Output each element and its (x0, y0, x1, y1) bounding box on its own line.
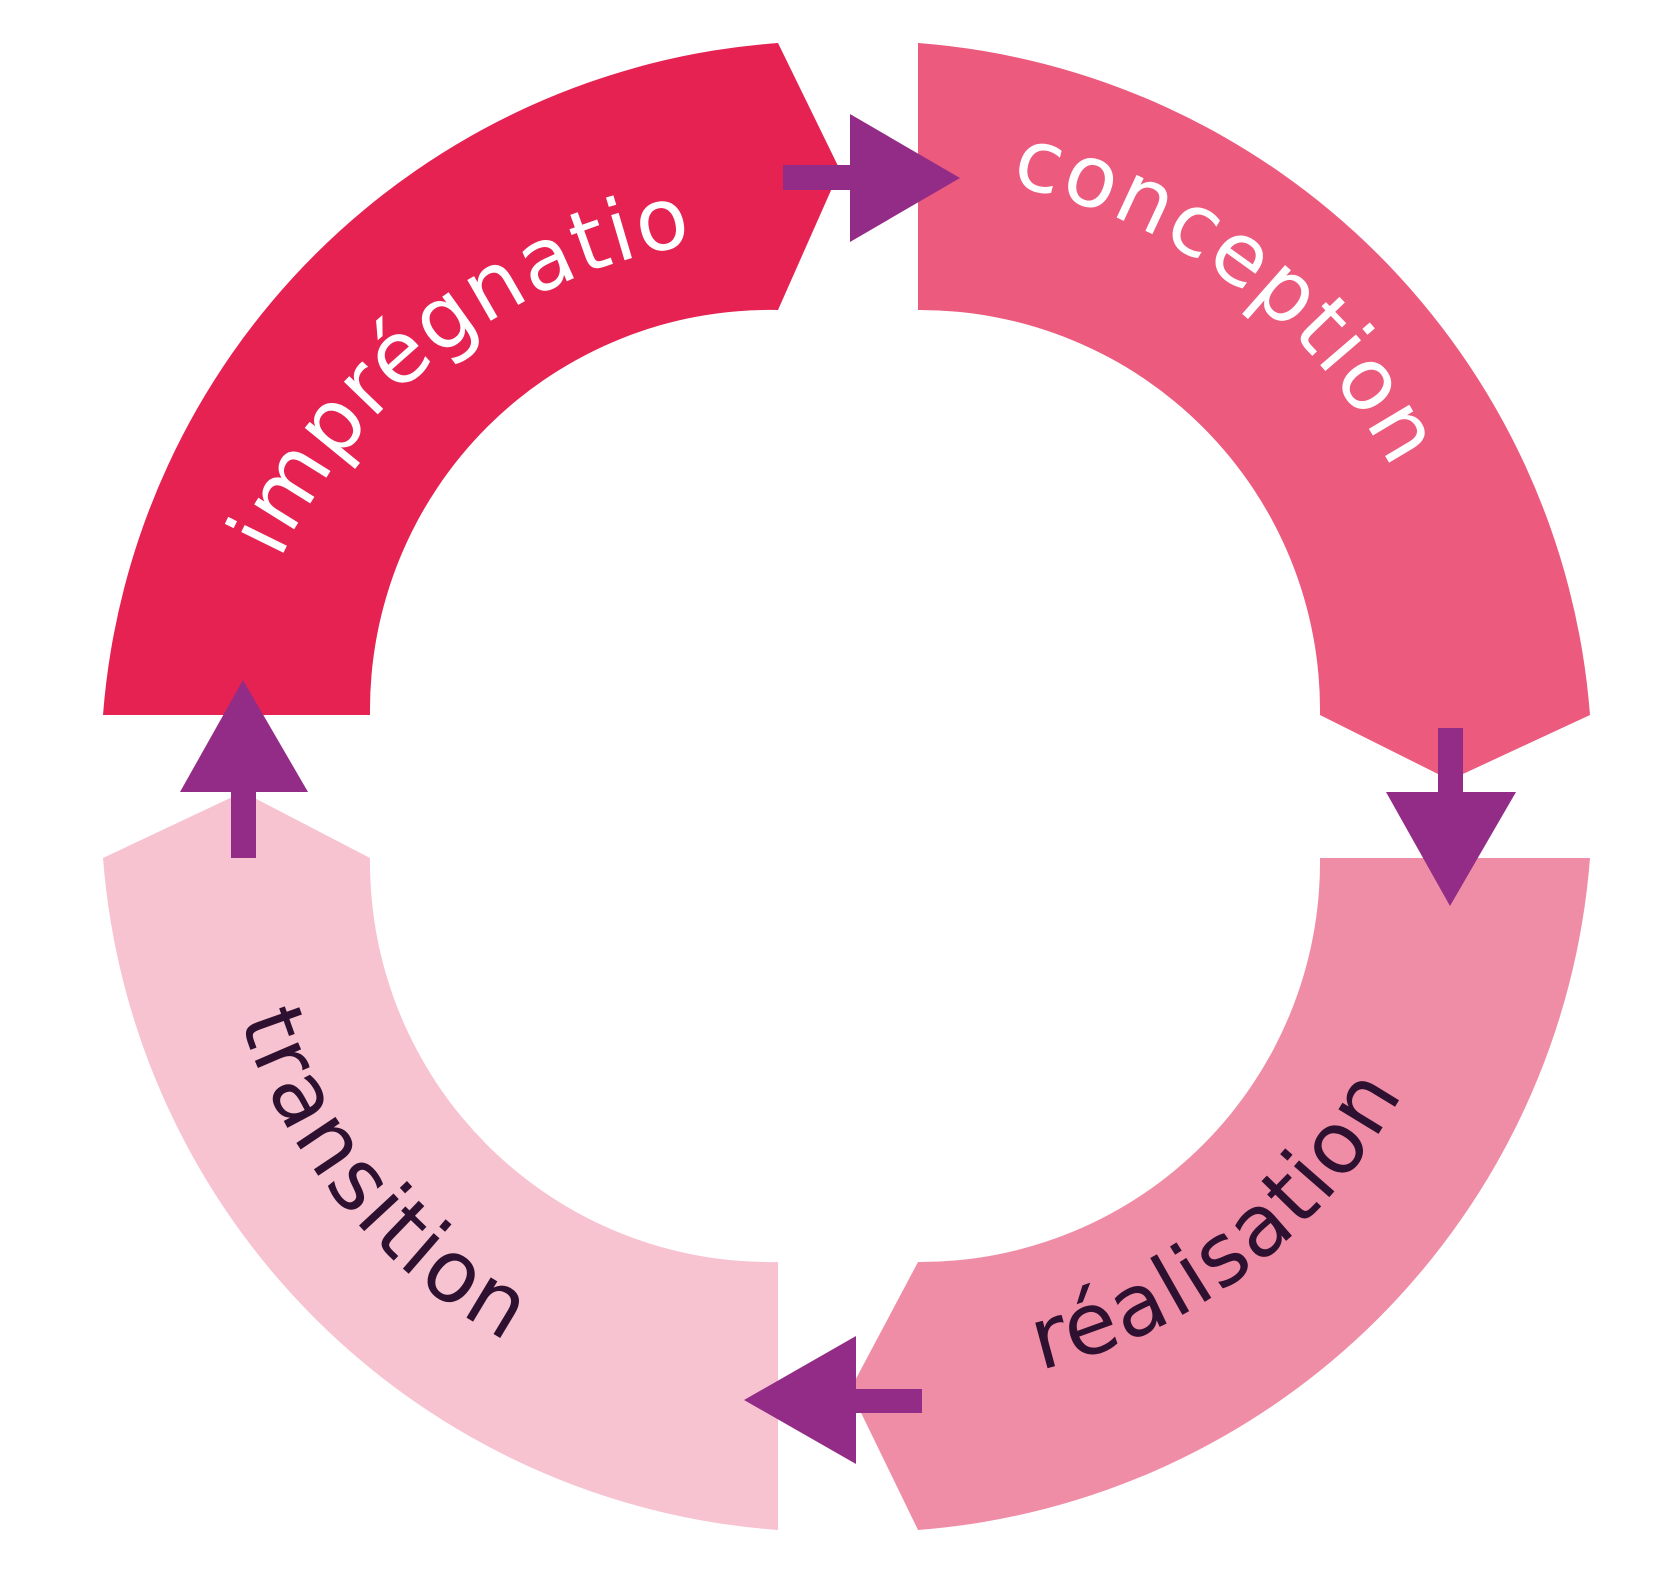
arrow-right-icon (783, 114, 960, 242)
arrow-down-icon (1386, 728, 1516, 906)
segment-impregnation (103, 43, 840, 715)
segment-conception (918, 43, 1590, 780)
arrow-left-icon (744, 1336, 922, 1464)
segment-realisation (850, 858, 1590, 1530)
arrow-up-icon (180, 680, 308, 858)
segment-transition (103, 792, 778, 1530)
